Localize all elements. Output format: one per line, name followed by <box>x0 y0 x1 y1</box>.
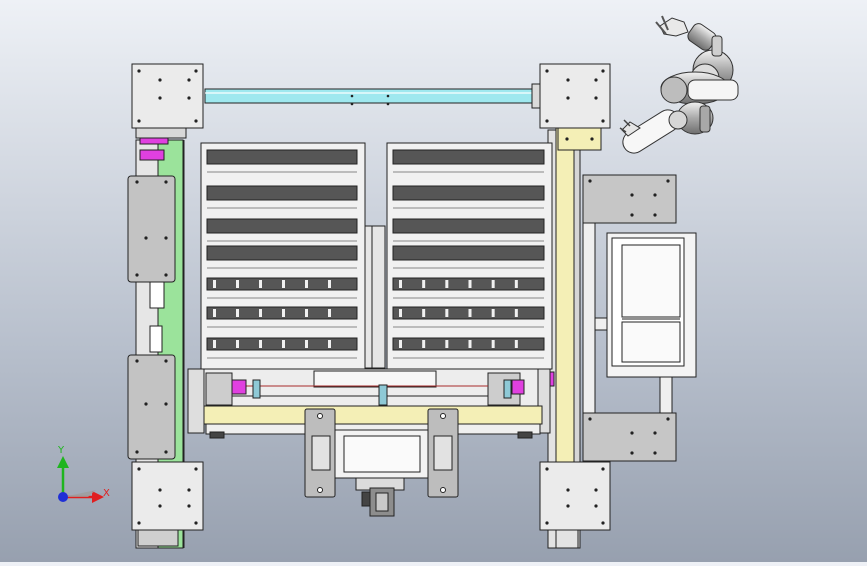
right-side-housing[interactable] <box>606 232 697 378</box>
slot-divider <box>491 340 495 348</box>
left-side-plate-lower[interactable] <box>127 354 176 460</box>
slot-divider <box>445 280 449 288</box>
rack-slot[interactable] <box>392 149 545 165</box>
rack-slot[interactable] <box>392 185 545 201</box>
robot-arm[interactable] <box>619 15 739 157</box>
top-linear-rail[interactable] <box>204 83 545 109</box>
slot-divider <box>282 309 285 317</box>
corner-block-top-left[interactable] <box>131 63 204 139</box>
rack-right[interactable] <box>386 142 553 370</box>
rack-slot[interactable] <box>206 149 358 165</box>
axis-y-label: Y <box>57 445 65 456</box>
slot-divider <box>259 280 262 288</box>
slot-divider <box>468 309 472 317</box>
bottom-transfer-carriage[interactable] <box>187 368 551 439</box>
rack-left[interactable] <box>200 142 366 370</box>
rack-slot[interactable] <box>206 245 358 261</box>
slot-divider <box>259 340 262 348</box>
corner-block-top-right[interactable] <box>539 63 611 151</box>
slot-divider <box>305 340 308 348</box>
slot-divider <box>236 280 239 288</box>
slot-divider <box>305 309 308 317</box>
corner-block-bottom-left[interactable] <box>131 461 204 531</box>
slot-divider <box>328 280 331 288</box>
center-divider <box>364 225 386 369</box>
slot-divider <box>259 309 262 317</box>
slot-divider <box>514 280 518 288</box>
rack-slot[interactable] <box>392 245 545 261</box>
slot-divider <box>236 340 239 348</box>
right-side-plate-lower[interactable] <box>582 412 677 462</box>
slot-divider <box>422 280 426 288</box>
slot-divider <box>305 280 308 288</box>
slot-divider <box>213 309 216 317</box>
slot-divider <box>491 309 495 317</box>
left-side-plate-upper[interactable] <box>127 175 176 283</box>
slot-divider <box>236 309 239 317</box>
slot-divider <box>399 309 402 317</box>
slot-divider <box>514 340 518 348</box>
slot-divider <box>282 280 285 288</box>
slot-divider <box>399 280 402 288</box>
slot-divider <box>491 280 495 288</box>
rack-slot[interactable] <box>206 218 358 234</box>
corner-block-bottom-right[interactable] <box>539 461 611 549</box>
slot-divider <box>514 309 518 317</box>
slot-divider <box>282 340 285 348</box>
slot-divider <box>328 309 331 317</box>
rack-slot[interactable] <box>206 185 358 201</box>
slot-divider <box>213 280 216 288</box>
slot-divider <box>213 340 216 348</box>
slot-divider <box>422 309 426 317</box>
slot-divider <box>468 280 472 288</box>
slot-divider <box>328 340 331 348</box>
rack-slot[interactable] <box>392 218 545 234</box>
axis-triad: Y X <box>57 445 110 503</box>
slot-divider <box>468 340 472 348</box>
slot-divider <box>445 340 449 348</box>
axis-x-label: X <box>103 488 110 499</box>
right-side-plate-upper[interactable] <box>582 174 677 224</box>
slot-divider <box>399 340 402 348</box>
bottom-motor-assembly[interactable] <box>304 408 459 517</box>
slot-divider <box>422 340 426 348</box>
slot-divider <box>445 309 449 317</box>
